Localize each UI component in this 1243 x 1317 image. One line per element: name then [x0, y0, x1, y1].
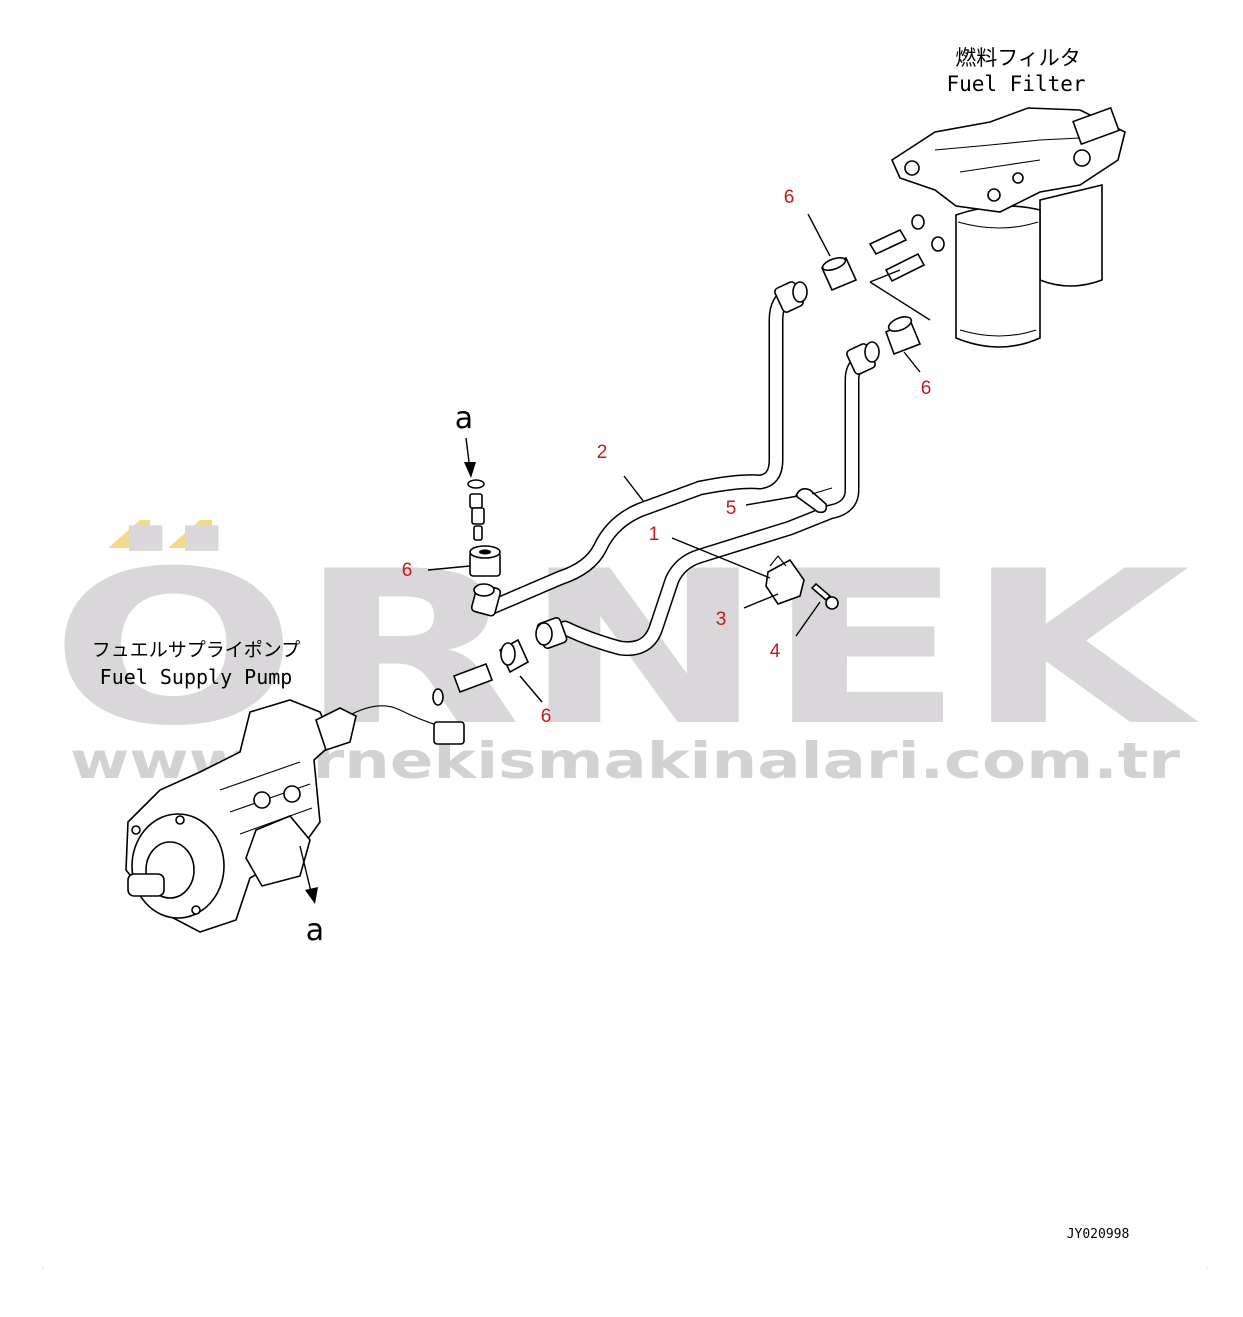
filter-bolt — [1073, 149, 1091, 167]
callout-part-5: 5 — [726, 498, 737, 519]
fuel-filter-drawing — [868, 106, 1126, 348]
ref-label-top: a — [455, 401, 473, 436]
tube-1-nut-pump — [535, 617, 568, 649]
pump-shaft — [127, 873, 165, 897]
leader-part-6-right — [903, 351, 921, 373]
leader-part-3 — [743, 593, 779, 609]
pump-label-en: Fuel Supply Pump — [100, 665, 293, 689]
leader-part-6-mid — [519, 675, 543, 703]
filter-label-jp: 燃料フィルタ — [955, 46, 1081, 70]
bolt-part-4 — [810, 582, 839, 610]
filter-sensor — [1072, 106, 1120, 146]
fuel-tube-2 — [482, 286, 798, 616]
sleeve-6-top — [820, 256, 858, 292]
pump-solenoid — [315, 707, 357, 752]
pump-harness — [351, 705, 441, 727]
callout-part-3: 3 — [716, 609, 727, 630]
filter-canister-rear — [1039, 183, 1103, 287]
callout-part-6-left: 6 — [402, 560, 413, 581]
filter-head — [890, 107, 1126, 213]
leader-part-1 — [671, 537, 771, 579]
filter-port-upper — [868, 214, 925, 256]
pump-nipple — [432, 662, 494, 706]
leader-part-5 — [745, 495, 799, 506]
clamp-part-5 — [795, 487, 833, 514]
callout-part-6-mid: 6 — [541, 706, 552, 727]
tube-1-nut-top — [846, 341, 880, 375]
tube-2-nut-pump — [470, 583, 502, 617]
filter-mount-hole — [904, 160, 920, 176]
pump-connector — [433, 721, 465, 745]
watermark-accent-right — [168, 520, 212, 548]
leader-part-6-left — [427, 565, 471, 571]
fuel-supply-pump-drawing — [125, 699, 465, 933]
ref-label-bottom: a — [306, 913, 324, 948]
drawing-number: JY020998 — [1067, 1227, 1130, 1242]
sleeve-6-mid — [498, 638, 530, 674]
sleeve-6-left — [469, 545, 501, 577]
connector-stack-top — [467, 479, 485, 541]
watermark-accent-left — [108, 520, 150, 548]
leader-part-4 — [795, 601, 821, 637]
svg-text:.: . — [1206, 1263, 1208, 1270]
callout-part-6-right: 6 — [921, 378, 932, 399]
callout-part-4: 4 — [770, 641, 781, 662]
filter-canister-front — [955, 205, 1041, 348]
leader-lines — [427, 213, 921, 703]
filter-port-lower — [884, 236, 945, 283]
filter-label-en: Fuel Filter — [946, 72, 1085, 96]
bracket-part-3 — [765, 555, 805, 605]
callout-part-1: 1 — [649, 524, 660, 545]
callout-part-6-top: 6 — [784, 187, 795, 208]
ref-arrow-bottom — [299, 845, 318, 904]
leader-part-6-top — [807, 213, 831, 257]
tube-2-nut-top — [774, 281, 808, 313]
sleeve-6-right — [885, 316, 922, 356]
leader-part-2 — [623, 475, 645, 503]
svg-text:.: . — [42, 1263, 44, 1270]
fuel-tube-1 — [557, 352, 870, 657]
ref-arrow-top — [464, 437, 476, 478]
callout-part-2: 2 — [597, 442, 608, 463]
pump-housing-lower — [245, 815, 311, 887]
pump-label-jp: フュエルサプライポンプ — [92, 639, 300, 661]
